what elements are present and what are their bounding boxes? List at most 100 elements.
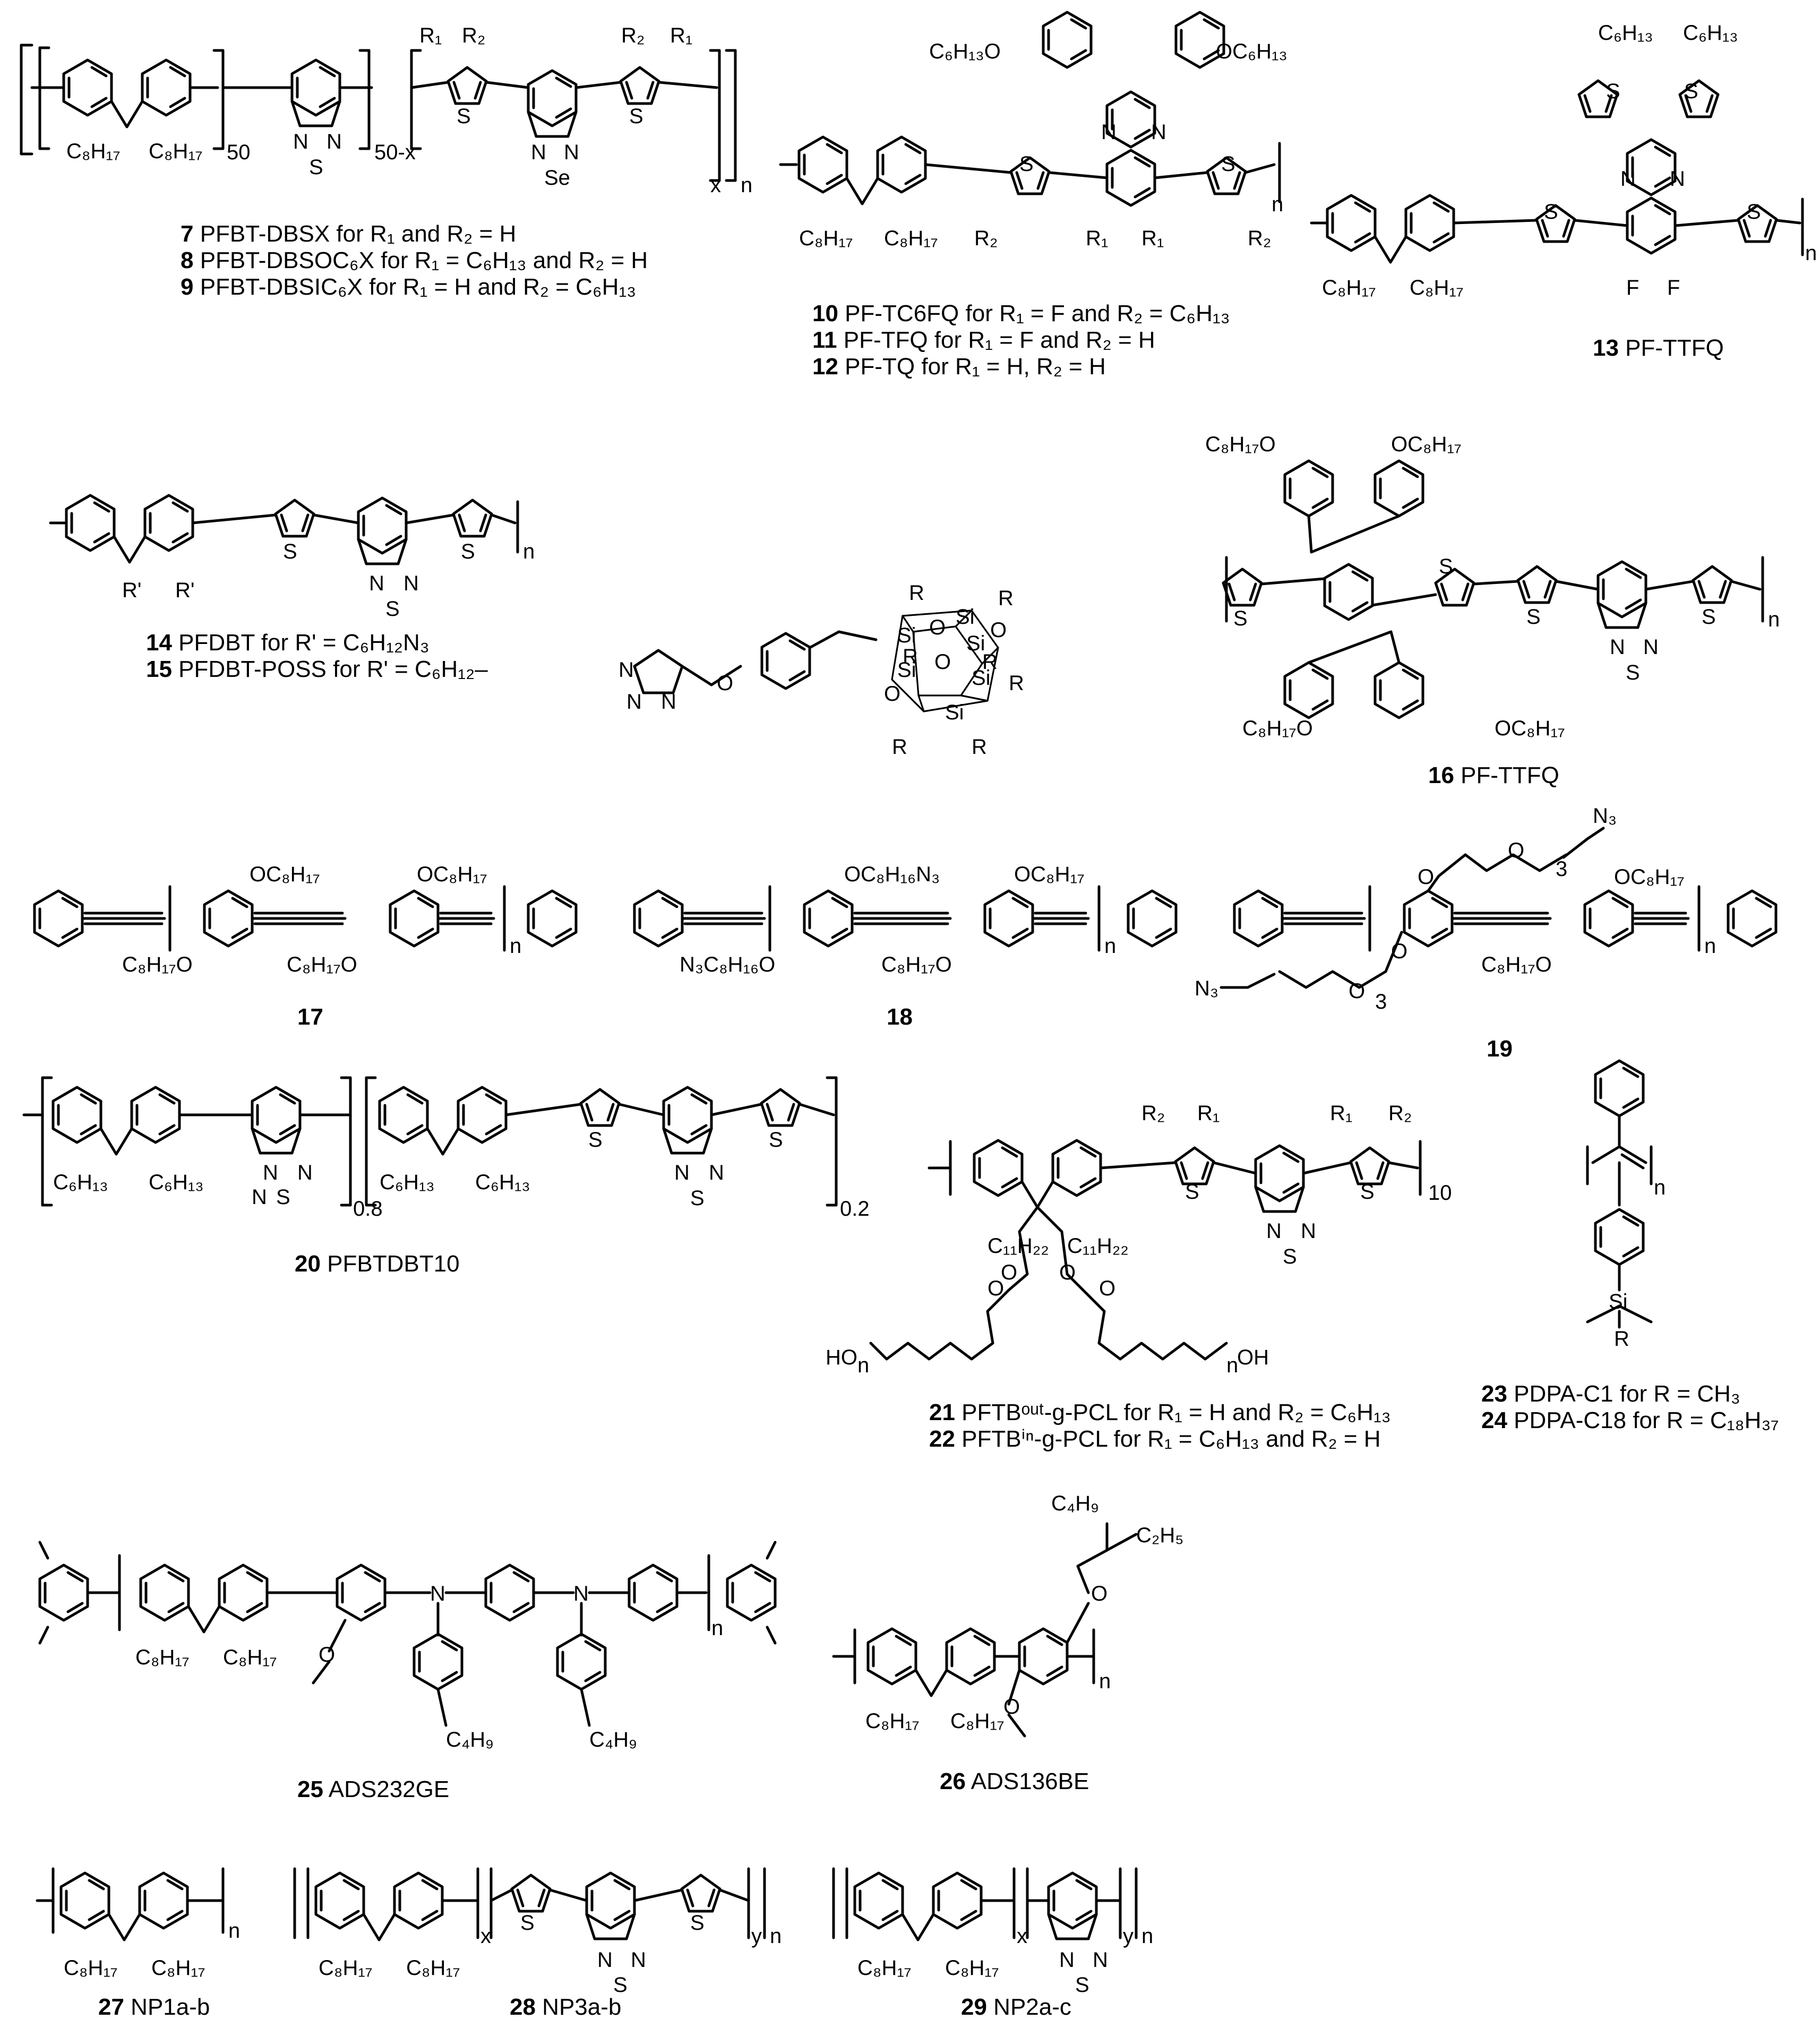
label: C₆H₁₃: [1683, 21, 1738, 45]
label: x: [710, 174, 721, 197]
label: N: [1620, 167, 1636, 191]
label: Si: [956, 605, 975, 629]
label: N: [1643, 635, 1659, 659]
label: n: [1104, 934, 1116, 958]
label: O: [929, 616, 946, 639]
label: C₈H₁₇O: [287, 953, 357, 976]
label: C₄H₉: [589, 1728, 637, 1751]
label: 3: [1375, 990, 1387, 1013]
caption-7: 7 PFBT-DBSX for R₁ and R₂ = H: [181, 221, 516, 247]
caption-14: 14 PFDBT for R' = C₆H₁₂N₃: [146, 630, 430, 656]
label: n: [770, 1924, 782, 1948]
label: N: [626, 690, 642, 714]
label: 0.8: [353, 1197, 383, 1221]
label: S: [309, 156, 323, 179]
label: R₂: [621, 24, 645, 47]
label: S: [461, 540, 475, 563]
label: n: [857, 1354, 869, 1377]
label: N: [661, 690, 676, 714]
caption-16: 16 PF-TTFQ: [1428, 762, 1559, 788]
label: C₆H₁₃: [149, 1171, 204, 1194]
label: N: [531, 141, 546, 164]
label: Se: [544, 166, 570, 190]
label: R: [909, 581, 924, 605]
label: N: [263, 1161, 278, 1184]
label: R: [903, 645, 918, 668]
label: R₁: [1330, 1102, 1352, 1125]
label: R': [175, 579, 195, 602]
label: O: [1059, 1261, 1076, 1284]
structure-17: OC₈H₁₇ OC₈H₁₇ C₈H₁₇O C₈H₁₇O n 17: [35, 863, 576, 1030]
label: C₈H₁₇: [799, 227, 853, 250]
label: O: [319, 1643, 335, 1666]
label: O: [1003, 1695, 1020, 1718]
label: S: [613, 1973, 628, 1997]
label: y: [751, 1924, 762, 1948]
structure-25: N N O C₄H₉ C₄H₉ C₈H₁₇ C₈H₁₇ n 25 ADS232G…: [38, 1541, 777, 1802]
label: C₈H₁₇: [223, 1646, 277, 1669]
label: N: [619, 658, 634, 682]
label: N₃: [1195, 977, 1218, 1000]
label: S: [1684, 80, 1698, 103]
caption-9: 9 PFBT-DBSIC₆X for R₁ = H and R₂ = C₆H₁₃: [181, 274, 636, 300]
label: OH: [1237, 1346, 1269, 1369]
label: n: [741, 174, 752, 197]
label: C₆H₁₃O: [929, 40, 1001, 63]
label: R₂: [1141, 1102, 1165, 1125]
label: N: [1059, 1948, 1075, 1972]
label: n: [1226, 1354, 1238, 1377]
label: S: [1185, 1180, 1199, 1204]
label: C₈H₁₇: [884, 227, 938, 250]
label: OC₈H₁₇: [1014, 863, 1085, 886]
label: O: [1508, 839, 1524, 862]
label: C₁₁H₂₂: [1067, 1234, 1129, 1258]
label: 10: [1428, 1181, 1452, 1205]
label: OC₆H₁₃: [1216, 40, 1287, 63]
structure-18: OC₈H₁₆N₃ OC₈H₁₇ N₃C₈H₁₆O C₈H₁₇O n 18: [634, 863, 1176, 1030]
structure-19: O O 3 N₃ OC₈H₁₇ O O 3 N₃ C₈H₁₇O n 19: [1195, 804, 1776, 1062]
label: S: [1075, 1973, 1089, 1997]
label: S: [1233, 607, 1248, 630]
label: N₃C₈H₁₆O: [680, 953, 775, 976]
label: N: [297, 1161, 313, 1184]
label: R₁: [1141, 227, 1164, 250]
label: C₈H₁₇O: [881, 953, 952, 976]
caption-13: 13 PF-TTFQ: [1593, 335, 1724, 361]
label: C₈H₁₇: [950, 1709, 1005, 1733]
label: N: [631, 1948, 646, 1972]
label: S: [283, 540, 297, 563]
label: C₄H₉: [446, 1728, 494, 1751]
label: C₈H₁₇O: [1205, 433, 1276, 456]
label: n: [711, 1617, 723, 1640]
label: R: [982, 650, 998, 674]
structure-23-24: Si R n 23 PDPA-C1 for R = CH₃ 24 PDPA-C1…: [1481, 1061, 1779, 1433]
label: S: [1360, 1180, 1375, 1204]
label: S: [1544, 200, 1558, 224]
label: R₁: [419, 24, 442, 47]
label: O: [1391, 940, 1407, 963]
label: R: [892, 735, 907, 759]
label: 50: [227, 141, 251, 164]
label: O: [1091, 1582, 1108, 1605]
label: n: [1805, 242, 1817, 265]
label: S: [1626, 661, 1640, 684]
label: S: [385, 597, 400, 621]
label: C₈H₁₇: [857, 1956, 912, 1980]
caption-18: 18: [887, 1004, 913, 1030]
label: N: [573, 1582, 589, 1605]
label: S: [588, 1128, 603, 1152]
label: N: [1610, 635, 1625, 659]
label: S: [1439, 555, 1453, 578]
label: C₈H₁₇: [66, 140, 121, 163]
label: Si: [966, 632, 985, 655]
label: OC₈H₁₇: [1614, 865, 1685, 889]
poss-cage: R R Si Si Si Si Si Si O O O O R R R R R: [884, 581, 1024, 759]
label: Si: [897, 624, 916, 647]
caption-15: 15 PFDBT-POSS for R' = C₆H₁₂–: [146, 656, 488, 682]
caption-10: 10 PF-TC6FQ for R₁ = F and R₂ = C₆H₁₃: [812, 300, 1230, 326]
label: Si: [1609, 1290, 1628, 1313]
label: n: [1141, 1924, 1153, 1948]
caption-11: 11 PF-TFQ for R₁ = F and R₂ = H: [812, 327, 1155, 353]
label: N: [327, 130, 342, 153]
structure-21-22: R₂ R₁ R₁ R₂ S N N S S 10 C₁₁H₂₂ C₁₁H₂₂ O…: [826, 1102, 1452, 1452]
